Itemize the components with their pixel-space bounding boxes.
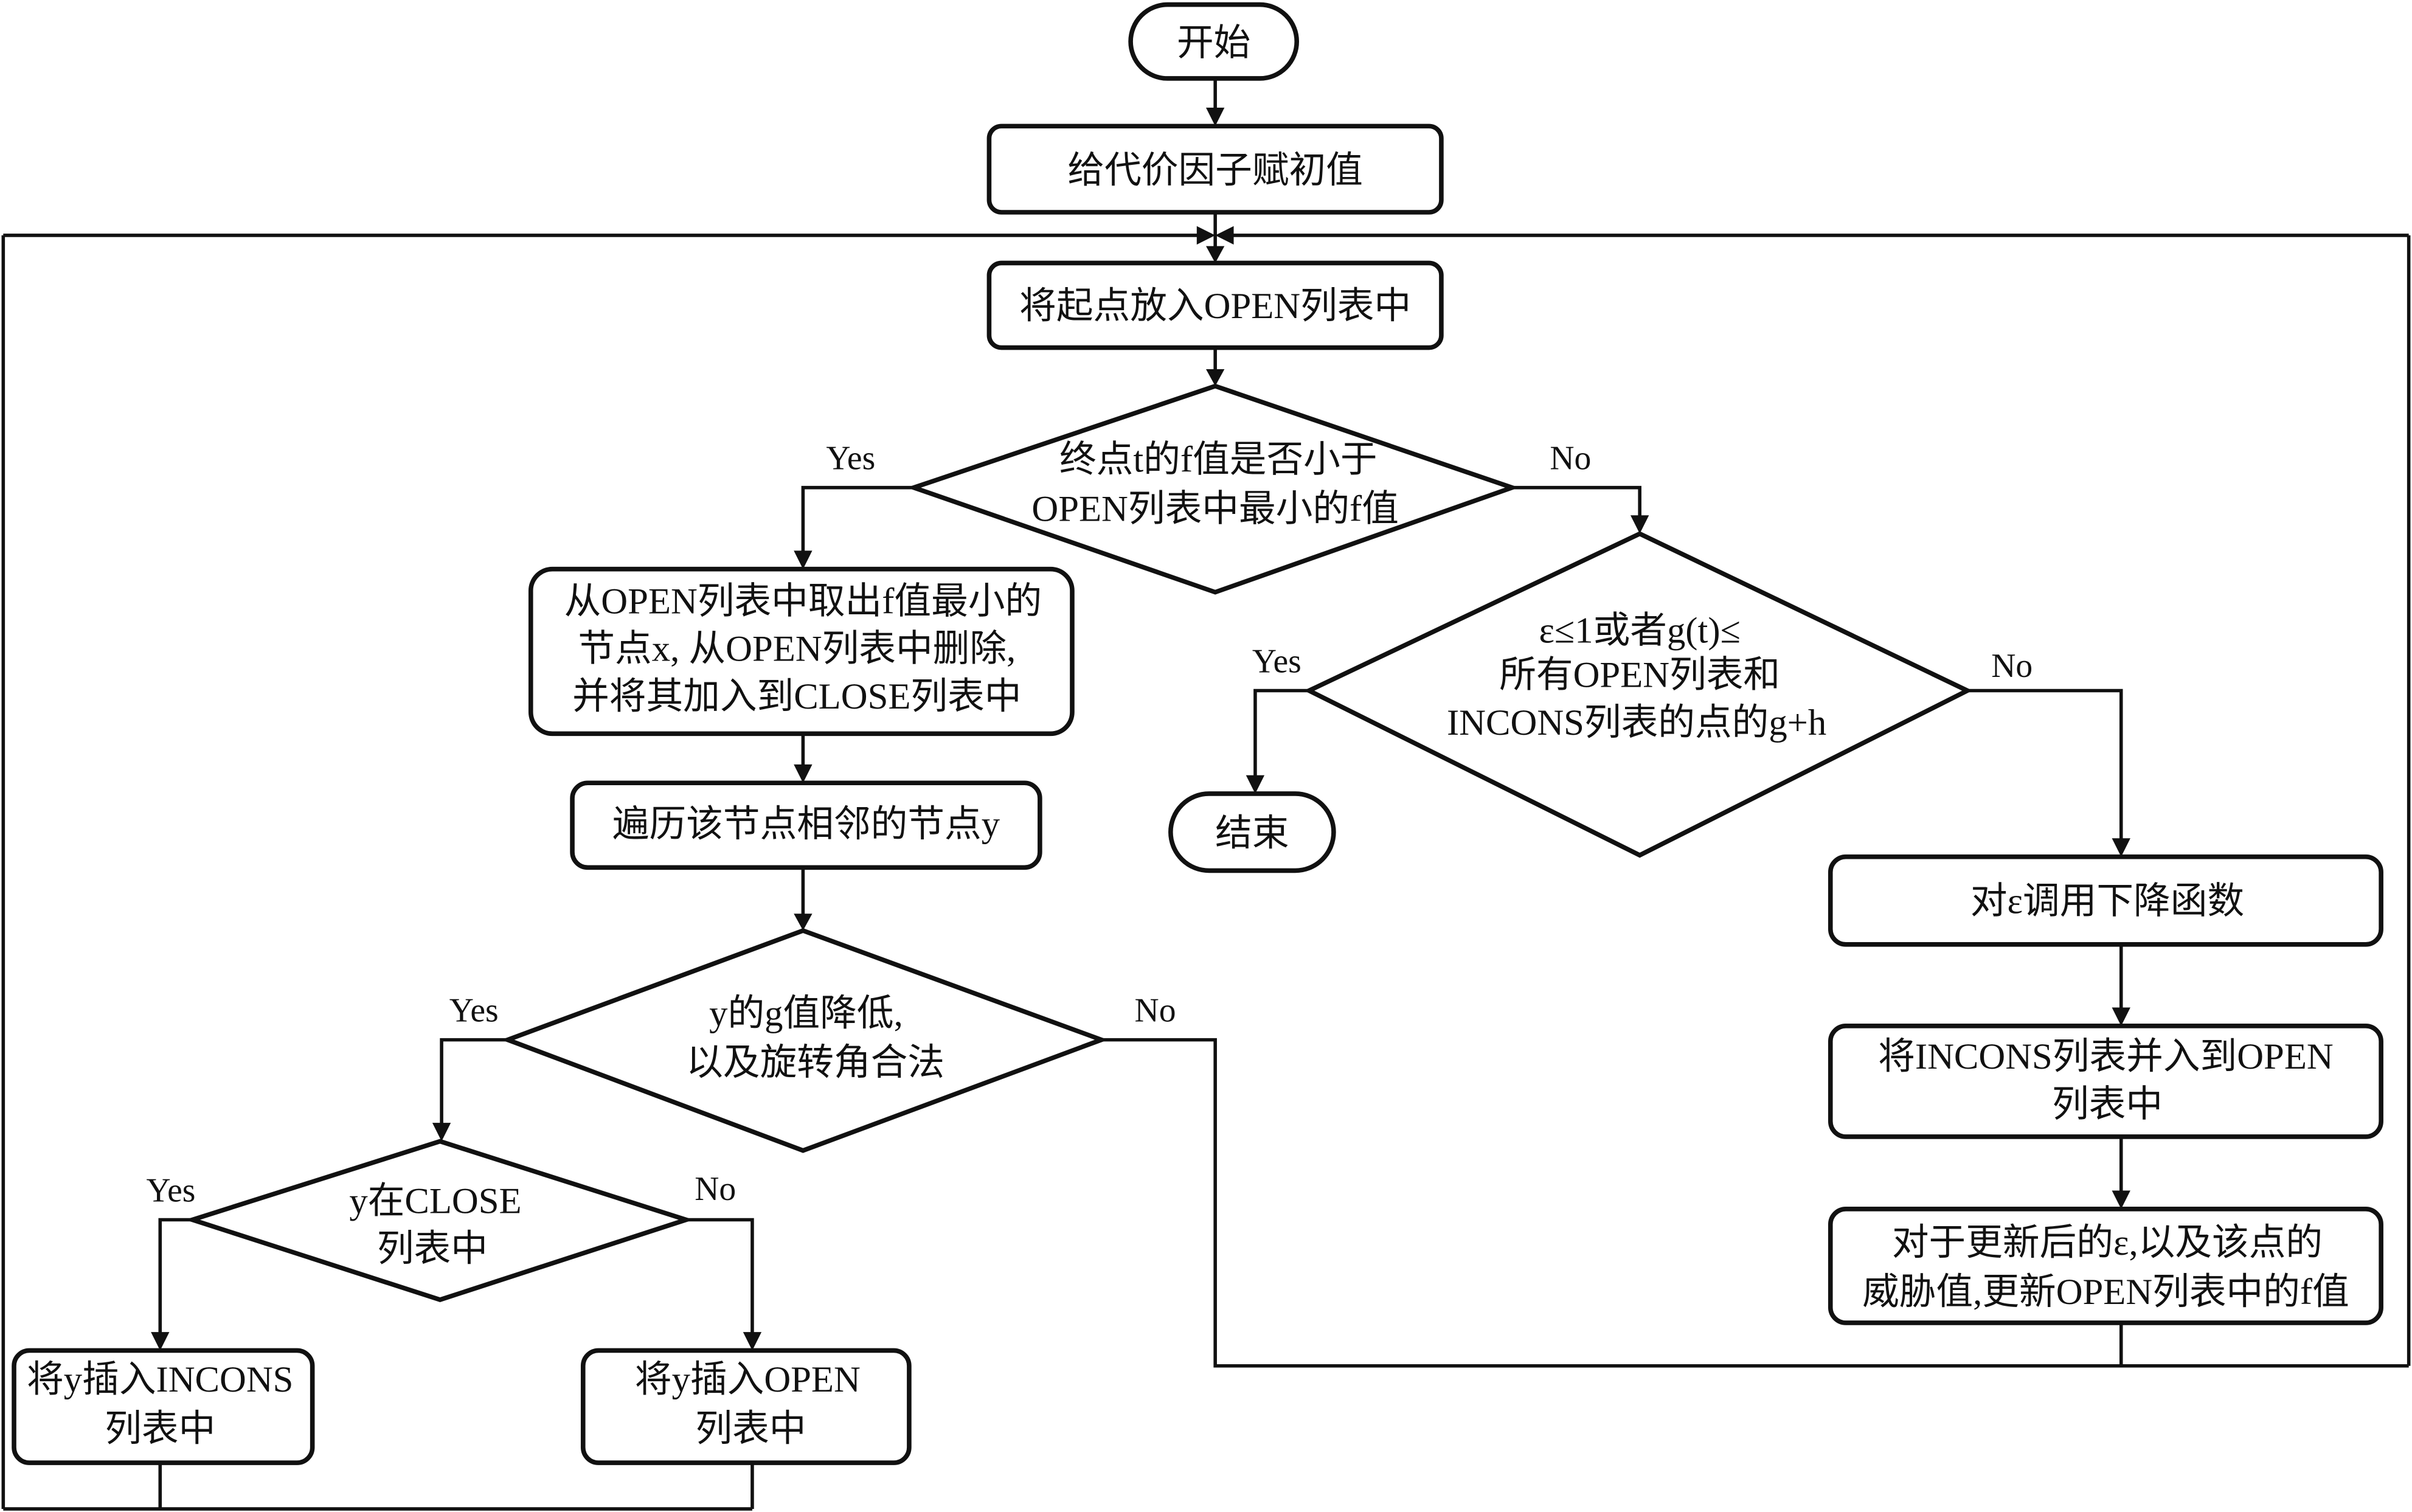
arrowhead-icon xyxy=(432,1123,451,1142)
arrowhead-icon xyxy=(2112,838,2130,857)
node-init-cost: 给代价因子赋初值 xyxy=(986,123,1444,215)
branch-label-eps-yes: Yes xyxy=(1252,642,1301,680)
arrowhead-icon xyxy=(794,550,813,569)
node-put-start-open-text: 将起点放入OPEN列表中 xyxy=(1019,286,1411,327)
node-check-in-close-text-1: y在CLOSE xyxy=(349,1181,521,1222)
node-check-goal-f-text-2: OPEN列表中最小的f值 xyxy=(1031,489,1399,530)
node-check-g-decrease-text-2: 以及旋转角合法 xyxy=(686,1042,944,1083)
arrowhead-icon xyxy=(1206,108,1225,127)
node-insert-incons: 将y插入INCONS 列表中 xyxy=(12,1348,315,1465)
node-insert-incons-text-2: 列表中 xyxy=(105,1409,215,1449)
edge-eps-no xyxy=(1967,688,2123,842)
edge-close-yes xyxy=(158,1218,193,1336)
node-check-in-close: y在CLOSE 列表中 xyxy=(184,1139,694,1302)
node-insert-incons-text-1: 将y插入INCONS xyxy=(27,1359,293,1400)
node-pop-min: 从OPEN列表中取出f值最小的 节点x, 从OPEN列表中删除, 并将其加入到C… xyxy=(528,566,1075,737)
node-insert-open: 将y插入OPEN 列表中 xyxy=(580,1348,912,1465)
node-traverse-neighbors: 遍历该节点相邻的节点y xyxy=(570,780,1042,870)
arrowhead-icon xyxy=(151,1332,170,1351)
edge-goal-yes xyxy=(801,485,914,554)
edge-g-no xyxy=(1101,1038,2409,1368)
arrowhead-icon xyxy=(1206,246,1225,263)
arrowhead-icon xyxy=(794,914,813,931)
node-check-epsilon-text-1: ε≤1或者g(t)≤ xyxy=(1539,610,1740,651)
arrowhead-icon xyxy=(1196,226,1216,245)
node-update-f-text-1: 对于更新后的ε,以及该点的 xyxy=(1892,1222,2323,1263)
arrowhead-icon xyxy=(743,1332,762,1351)
node-end: 结束 xyxy=(1168,791,1336,873)
node-check-g-decrease-text-1: y的g值降低, xyxy=(709,993,903,1034)
node-put-start-open: 将起点放入OPEN列表中 xyxy=(986,260,1444,350)
arrowhead-icon xyxy=(2112,1007,2130,1026)
node-merge-incons: 将INCONS列表并入到OPEN 列表中 xyxy=(1828,1024,2383,1139)
branch-label-close-yes: Yes xyxy=(147,1171,196,1209)
node-insert-open-text-2: 列表中 xyxy=(695,1409,806,1449)
arrowhead-icon xyxy=(1631,515,1649,534)
edge-g-yes xyxy=(440,1038,508,1126)
node-decrease-epsilon: 对ε调用下降函数 xyxy=(1828,854,2383,947)
node-traverse-neighbors-text: 遍历该节点相邻的节点y xyxy=(612,804,1000,845)
edge-eps-yes xyxy=(1253,688,1309,779)
node-merge-incons-text-2: 列表中 xyxy=(2052,1084,2163,1125)
arrowhead-icon xyxy=(1215,226,1234,245)
arrowhead-icon xyxy=(1206,369,1225,386)
branch-label-g-yes: Yes xyxy=(449,992,499,1030)
node-merge-incons-text-1: 将INCONS列表并入到OPEN xyxy=(1878,1036,2334,1077)
node-end-text: 结束 xyxy=(1215,813,1289,854)
node-check-goal-f: 终点t的f值是否小于 OPEN列表中最小的f值 xyxy=(906,383,1519,595)
branch-label-eps-no: No xyxy=(1991,647,2033,685)
node-check-g-decrease: y的g值降低, 以及旋转角合法 xyxy=(501,928,1108,1153)
node-insert-open-text-1: 将y插入OPEN xyxy=(635,1359,861,1400)
node-start: 开始 xyxy=(1128,2,1300,81)
branch-label-g-no: No xyxy=(1135,992,1176,1030)
arrowhead-icon xyxy=(2112,1190,2130,1209)
node-decrease-epsilon-text: 对ε调用下降函数 xyxy=(1970,881,2244,921)
node-pop-min-text-1: 从OPEN列表中取出f值最小的 xyxy=(564,581,1042,622)
edge-goal-no xyxy=(1512,485,1641,519)
branch-label-close-no: No xyxy=(695,1170,736,1208)
node-update-f: 对于更新后的ε,以及该点的 威胁值,更新OPEN列表中的f值 xyxy=(1828,1206,2383,1325)
edge-close-no xyxy=(686,1218,754,1336)
node-pop-min-text-2: 节点x, 从OPEN列表中删除, xyxy=(578,629,1016,670)
arrowhead-icon xyxy=(794,764,813,783)
node-check-epsilon: ε≤1或者g(t)≤ 所有OPEN列表和 INCONS列表的点的g+h xyxy=(1303,531,1973,858)
node-init-cost-text: 给代价因子赋初值 xyxy=(1067,150,1363,191)
branch-label-goal-yes: Yes xyxy=(826,440,875,477)
arrowhead-icon xyxy=(1246,775,1265,794)
node-check-epsilon-text-3: INCONS列表的点的g+h xyxy=(1447,702,1826,743)
node-check-epsilon-text-2: 所有OPEN列表和 xyxy=(1499,655,1780,696)
node-check-goal-f-text-1: 终点t的f值是否小于 xyxy=(1059,440,1378,480)
node-pop-min-text-3: 并将其加入到CLOSE列表中 xyxy=(572,676,1021,717)
node-check-in-close-text-2: 列表中 xyxy=(377,1229,488,1269)
node-update-f-text-2: 威胁值,更新OPEN列表中的f值 xyxy=(1862,1272,2349,1313)
node-start-text: 开始 xyxy=(1177,23,1250,63)
connectors xyxy=(1,78,2411,1511)
branch-label-goal-no: No xyxy=(1550,440,1591,477)
